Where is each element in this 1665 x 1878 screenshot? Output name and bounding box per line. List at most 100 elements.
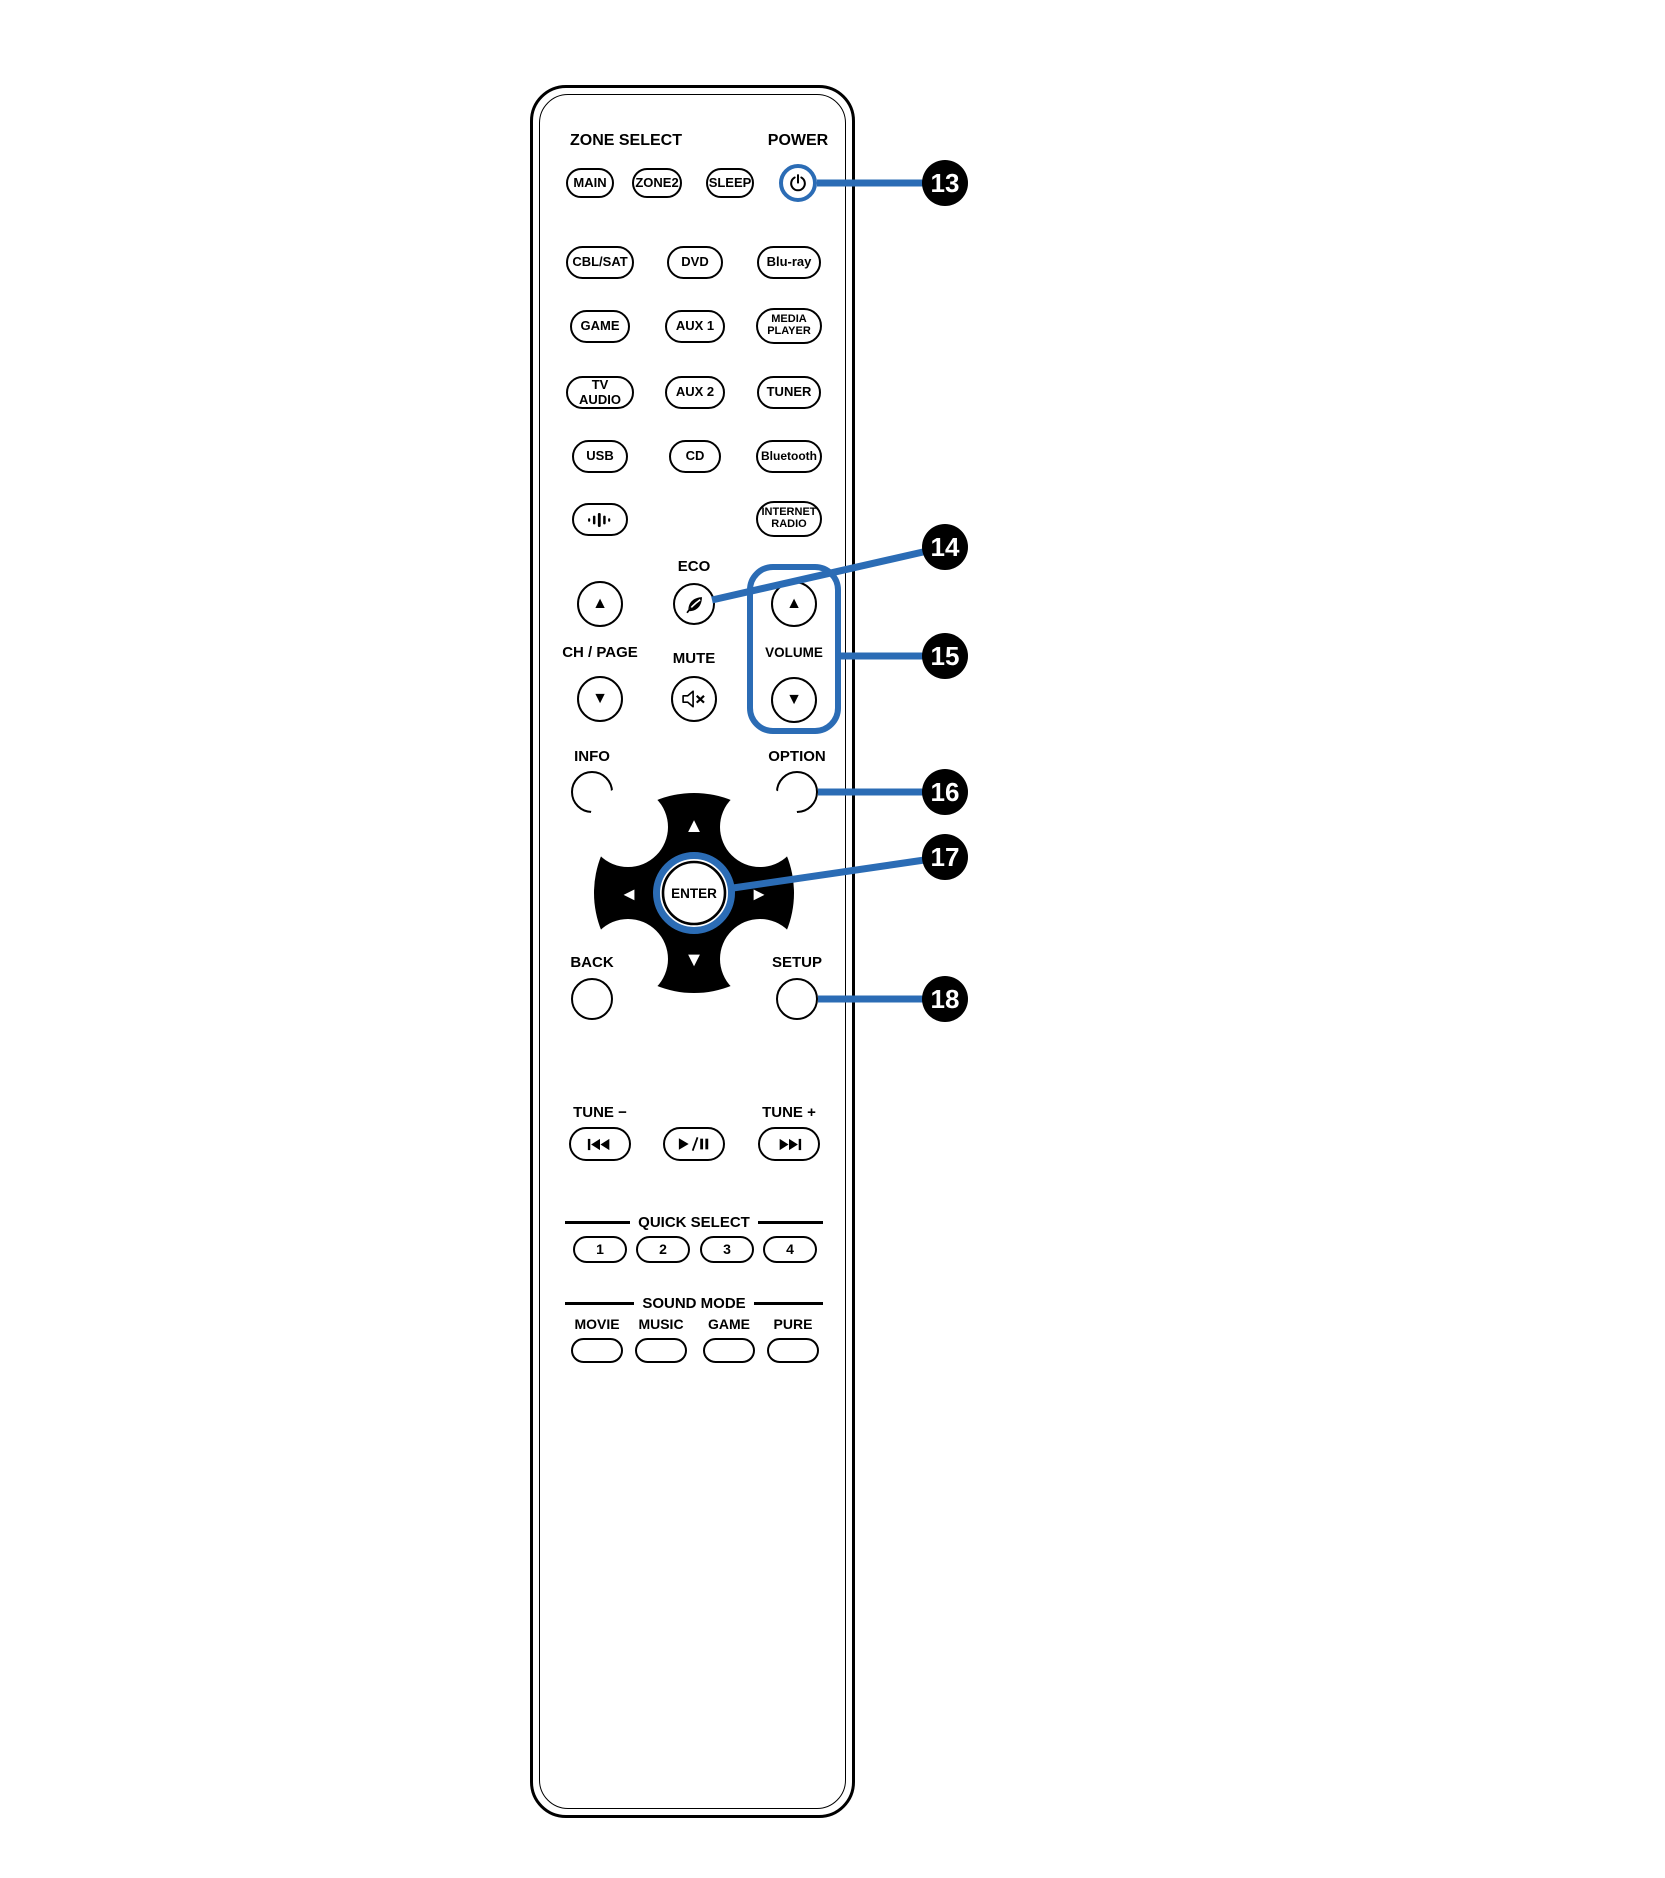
cursor-pad: ▲ ▼ ◄ ► ENTER — [591, 790, 797, 996]
usb-label: USB — [586, 448, 614, 464]
enter-button: ENTER — [671, 886, 717, 901]
aux1-label: AUX 1 — [675, 318, 715, 334]
setup-button — [776, 978, 818, 1020]
power-icon — [790, 174, 806, 192]
tuner-label: TUNER — [766, 384, 812, 400]
blu-ray-label: Blu-ray — [766, 254, 812, 270]
leaf-icon — [685, 596, 702, 613]
eco-label: ECO — [677, 558, 711, 575]
channel-down-button: ▼ — [577, 676, 623, 722]
usb-button: USB — [572, 440, 628, 473]
rule-line — [565, 1221, 631, 1224]
power-label: POWER — [767, 132, 829, 149]
speaker-mute-icon — [682, 690, 705, 708]
callout-17-number: 17 — [930, 841, 960, 872]
down-triangle-icon: ▼ — [592, 690, 608, 707]
rule-line — [753, 1302, 823, 1305]
game-mode-label: GAME — [708, 1316, 750, 1332]
channel-up-button: ▲ — [577, 581, 623, 627]
aux2-label: AUX 2 — [675, 384, 715, 400]
power-button — [779, 164, 817, 202]
up-triangle-icon: ▲ — [786, 595, 802, 612]
media-player-button: MEDIA PLAYER — [756, 308, 822, 344]
game-label: GAME — [580, 318, 620, 334]
quick-select-3-label: 3 — [723, 1240, 731, 1257]
callout-18: 18 — [922, 976, 968, 1022]
quick-select-label: QUICK SELECT — [638, 1214, 750, 1231]
cd-label: CD — [685, 448, 705, 464]
quick-select-4-button: 4 — [763, 1236, 817, 1263]
main-zone-button-label: MAIN — [573, 174, 607, 190]
down-triangle-icon: ▼ — [786, 691, 802, 708]
callout-15: 15 — [922, 633, 968, 679]
blu-ray-button: Blu-ray — [757, 246, 821, 279]
callout-16-number: 16 — [930, 776, 960, 807]
game-mode-button — [703, 1338, 755, 1363]
dvd-button: DVD — [667, 246, 723, 279]
callout-13-number: 13 — [930, 167, 960, 198]
skip-back-icon — [587, 1138, 610, 1150]
game-button: GAME — [570, 310, 630, 343]
media-player-label: MEDIA PLAYER — [767, 313, 811, 337]
cursor-down-button: ▼ — [684, 949, 704, 971]
cursor-up-button: ▲ — [684, 815, 704, 837]
quick-select-1-label: 1 — [596, 1240, 604, 1257]
option-button — [776, 771, 818, 813]
info-label: INFO — [574, 748, 610, 765]
tv-audio-label: TV AUDIO — [579, 377, 621, 407]
music-button — [635, 1338, 687, 1363]
sleep-button-label: SLEEP — [708, 174, 752, 190]
sound-mode-label: SOUND MODE — [642, 1295, 746, 1312]
cbl-sat-button: CBL/SAT — [566, 246, 634, 279]
callout-13: 13 — [922, 160, 968, 206]
mute-label: MUTE — [672, 650, 716, 667]
quick-select-3-button: 3 — [700, 1236, 754, 1263]
play-pause-icon — [678, 1137, 709, 1151]
sleep-button: SLEEP — [706, 168, 754, 198]
tv-audio-button: TV AUDIO — [566, 376, 634, 409]
bluetooth-label: Bluetooth — [761, 449, 817, 464]
equalizer-button — [572, 503, 628, 536]
cursor-pad-shape — [591, 790, 797, 996]
quick-select-2-button: 2 — [636, 1236, 690, 1263]
remote-body-inner-outline — [539, 94, 846, 1809]
rule-line — [565, 1302, 635, 1305]
music-label: MUSIC — [638, 1316, 684, 1332]
skip-forward-icon — [779, 1138, 802, 1150]
mute-button — [671, 676, 717, 722]
cursor-left-button: ◄ — [620, 884, 638, 904]
pure-label: PURE — [773, 1316, 813, 1332]
callout-17: 17 — [922, 834, 968, 880]
tune-plus-label: TUNE + — [762, 1104, 816, 1121]
up-triangle-icon: ▲ — [592, 595, 608, 612]
back-button — [571, 978, 613, 1020]
play-pause-button — [663, 1127, 725, 1161]
quick-select-1-button: 1 — [573, 1236, 627, 1263]
aux1-button: AUX 1 — [665, 310, 725, 343]
volume-up-button: ▲ — [771, 581, 817, 627]
sound-mode-header: SOUND MODE — [565, 1295, 823, 1312]
callout-16: 16 — [922, 769, 968, 815]
cbl-sat-label: CBL/SAT — [572, 254, 628, 270]
callout-15-number: 15 — [930, 640, 960, 671]
callout-18-number: 18 — [930, 983, 960, 1014]
tuner-button: TUNER — [757, 376, 821, 409]
eco-button — [673, 583, 715, 625]
back-label: BACK — [570, 954, 614, 971]
callout-14: 14 — [922, 524, 968, 570]
zone-select-label: ZONE SELECT — [569, 132, 682, 149]
internet-radio-button: INTERNET RADIO — [756, 501, 822, 537]
rule-line — [757, 1221, 823, 1224]
aux2-button: AUX 2 — [665, 376, 725, 409]
zone2-button-label: ZONE2 — [635, 174, 679, 190]
cd-button: CD — [669, 440, 721, 473]
skip-forward-button — [758, 1127, 820, 1161]
quick-select-header: QUICK SELECT — [565, 1214, 823, 1231]
volume-label: VOLUME — [765, 645, 823, 660]
quick-select-2-label: 2 — [659, 1240, 667, 1257]
pure-button — [767, 1338, 819, 1363]
cursor-right-button: ► — [750, 884, 768, 904]
internet-radio-label: INTERNET RADIO — [761, 506, 817, 530]
zone2-button: ZONE2 — [632, 168, 682, 198]
